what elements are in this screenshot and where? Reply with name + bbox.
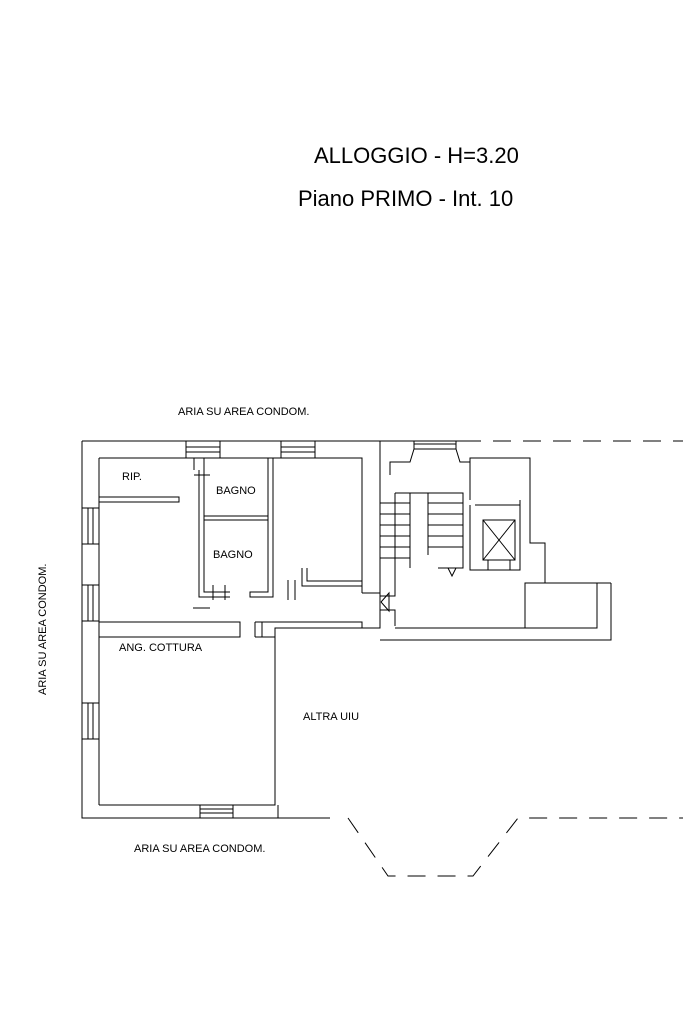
- label-bagno-upper: BAGNO: [216, 485, 256, 497]
- label-angolo-cottura: ANG. COTTURA: [119, 642, 203, 654]
- interior-walls: [99, 458, 363, 638]
- dashed-outlines: [312, 440, 683, 877]
- label-bagno-lower: BAGNO: [213, 549, 253, 561]
- label-west: ARIA SU AREA CONDOM.: [37, 564, 49, 695]
- windows: [81, 440, 316, 819]
- label-south: ARIA SU AREA CONDOM.: [134, 843, 265, 855]
- stair-core: [379, 440, 612, 641]
- plan-subtitle: Piano PRIMO - Int. 10: [298, 186, 514, 211]
- plan-title: ALLOGGIO - H=3.20: [314, 143, 519, 168]
- outer-walls: [81, 440, 381, 819]
- label-rip: RIP.: [122, 471, 142, 483]
- label-altra-uiu: ALTRA UIU: [303, 711, 359, 723]
- label-north: ARIA SU AREA CONDOM.: [178, 406, 309, 418]
